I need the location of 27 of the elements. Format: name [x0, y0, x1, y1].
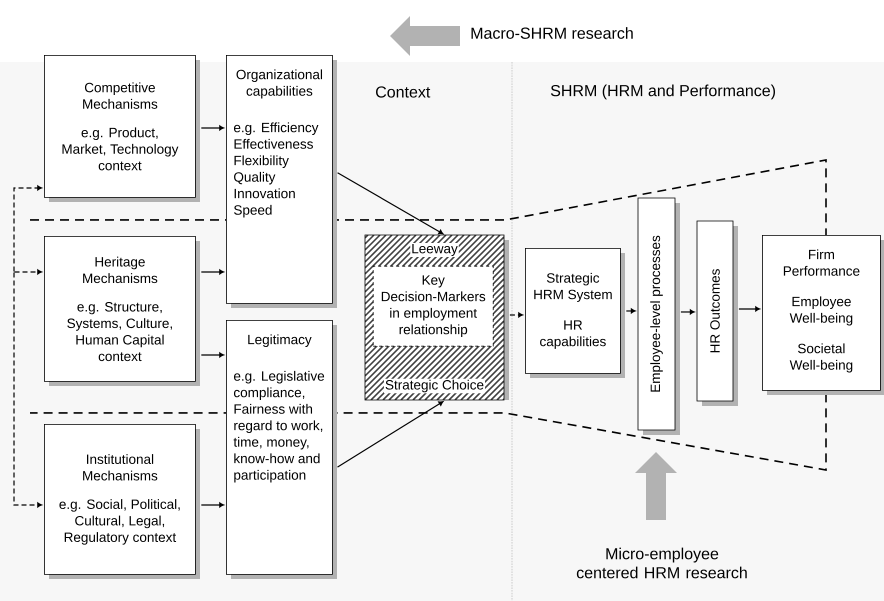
process-box: Firm Performance Employee Well-being Societal Well-being: [762, 234, 884, 395]
label: Context: [376, 86, 430, 98]
process-box: Legitimacy e.g. Legislative compliance, Fairness with regard to work, time, money, know-how and participation: [226, 320, 337, 579]
arrow: [201, 352, 224, 358]
arrow: [13, 185, 42, 272]
dashed-box: Key Decision-Markers in employment relationship: [372, 266, 494, 347]
process-box: Organizational capabilities e.g. Efficiency Effectiveness Flexibility Quality Innovation Speed: [226, 54, 337, 308]
label: Micro-employee centered HRM research: [576, 548, 747, 578]
arrow: [201, 502, 224, 508]
arrow: [14, 269, 42, 275]
arrow: [626, 308, 636, 314]
process-box: HR Outcomes: [696, 220, 738, 406]
process-box: Heritage Mechanisms e.g. Structure, Systems, Culture, Human Capital context: [44, 236, 200, 386]
arrow: [738, 306, 760, 312]
process-box: Competitive Mechanisms e.g. Product, Market, Technology context: [44, 54, 200, 202]
arrow: [337, 172, 444, 234]
label: SHRM (HRM and Performance): [550, 84, 775, 100]
arrow: [337, 401, 444, 468]
arrow: [680, 309, 695, 315]
label: Macro-SHRM research: [472, 27, 633, 39]
process-box: Employee-level processes: [638, 198, 680, 435]
arrow: [510, 312, 524, 318]
arrow: [13, 272, 42, 508]
process-box: Institutional Mechanisms e.g. Social, Political, Cultural, Legal, Regulatory context: [44, 424, 200, 579]
process-box: Strategic HRM System HR capabilities: [525, 248, 625, 378]
arrow: [201, 125, 224, 131]
arrow: [201, 269, 224, 275]
